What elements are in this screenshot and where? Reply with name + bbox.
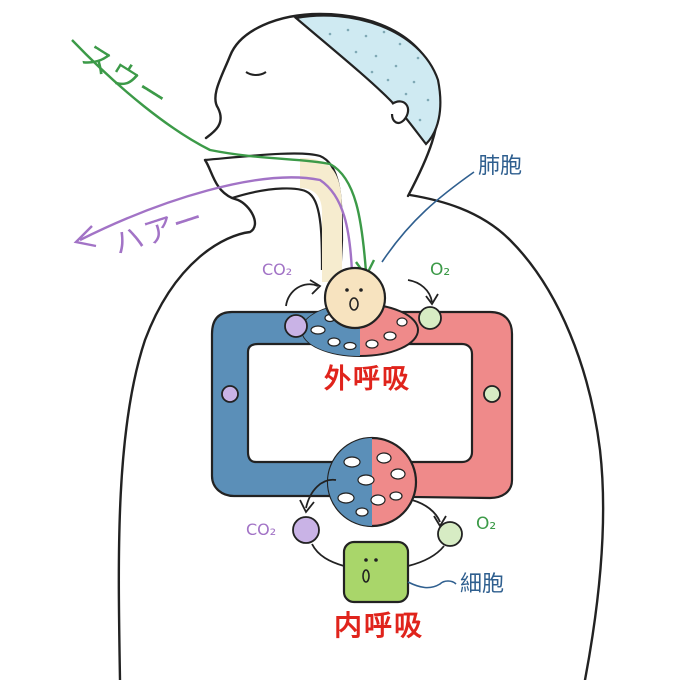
body-outline	[117, 158, 605, 682]
hair	[293, 14, 442, 146]
cell-eye-left	[364, 558, 368, 562]
o2-arrow-top	[407, 279, 433, 303]
alveolus-mouth	[349, 297, 359, 311]
loop-node-left	[221, 385, 239, 403]
co2-arrowhead-bottom	[299, 499, 315, 514]
exhale-arrowhead	[73, 225, 97, 248]
cell-label: 細胞	[460, 572, 505, 597]
closed-eye	[245, 71, 267, 76]
cell-pointer	[407, 580, 457, 589]
co2-molecule-top	[284, 314, 308, 338]
loop-node-right	[483, 385, 501, 403]
alveolus-label: 肺胞	[478, 154, 523, 179]
inhale-arrow	[71, 39, 368, 273]
internal-respiration-label: 内呼吸	[334, 609, 425, 642]
ear	[390, 100, 410, 124]
cell-mouth	[362, 569, 370, 583]
exhale-arrow	[79, 176, 354, 273]
cell-arm-left	[311, 543, 345, 567]
o2-molecule-top	[418, 306, 442, 330]
hair-texture	[328, 28, 430, 122]
cell-eye-right	[374, 558, 378, 562]
tissue-capillary-rbcs	[337, 452, 406, 517]
cell	[342, 540, 410, 604]
alveolus-eye-right	[359, 288, 363, 292]
cell-arm-right	[407, 545, 445, 567]
o2-arrow-bottom	[411, 499, 441, 523]
co2-arrow-bottom	[305, 478, 337, 509]
co2-label-top: CO₂	[262, 260, 293, 279]
co2-label-bottom: CO₂	[246, 520, 277, 539]
tissue-capillary-venous-half	[328, 438, 372, 526]
o2-arrowhead-top	[425, 293, 439, 306]
co2-arrowhead-top	[309, 279, 322, 295]
o2-molecule-bottom	[437, 521, 463, 547]
co2-arrow-top	[285, 283, 319, 307]
co2-molecule-bottom	[292, 516, 320, 544]
o2-label-top: O₂	[430, 260, 451, 280]
alveolus-eye-left	[345, 288, 349, 292]
o2-label-bottom: O₂	[476, 514, 497, 534]
lung-capillary-rbcs	[310, 313, 408, 351]
external-respiration-label: 外呼吸	[324, 364, 411, 395]
alveolus-pointer	[381, 171, 475, 263]
